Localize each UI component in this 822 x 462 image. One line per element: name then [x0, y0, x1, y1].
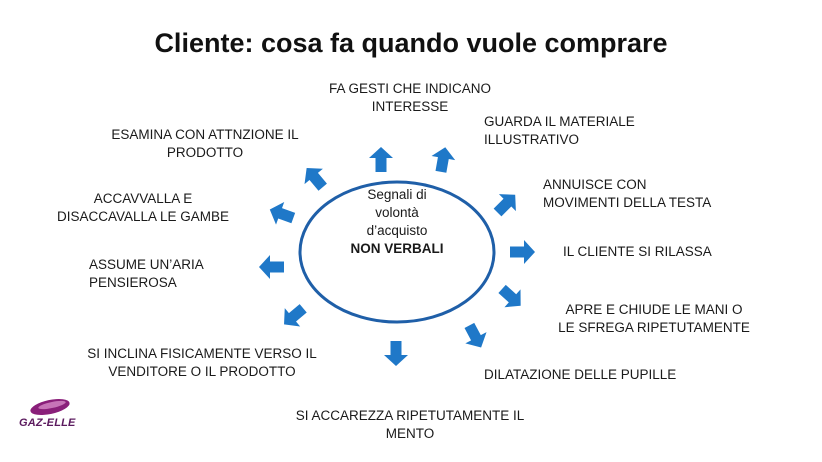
label-inclina-line-2: VENDITORE O IL PRODOTTO: [108, 364, 296, 379]
label-annuisce-line-2: MOVIMENTI DELLA TESTA: [543, 195, 712, 210]
center-line-4: NON VERBALI: [350, 241, 444, 256]
center-label: Segnali di volontà d’acquisto NON VERBAL…: [297, 186, 497, 258]
label-esamina-line-2: PRODOTTO: [166, 145, 244, 160]
label-mani-line-2: LE SFREGA RIPETUTAMENTE: [558, 320, 750, 335]
label-esamina-line-1: ESAMINA CON ATTNZIONE IL: [111, 127, 299, 142]
arrow-pensierosa-icon: [259, 255, 284, 279]
arrow-gambe-icon: [269, 202, 296, 225]
label-gesti-line-2: INTERESSE: [371, 99, 449, 114]
arrow-gesti-right-icon: [431, 147, 456, 173]
slide-title: Cliente: cosa fa quando vuole comprare: [154, 28, 668, 58]
label-materiale-line-2: ILLUSTRATIVO: [484, 132, 580, 147]
label-inclina-line-1: SI INCLINA FISICAMENTE VERSO IL: [87, 346, 317, 361]
label-materiale-line-1: GUARDA IL MATERIALE: [484, 114, 635, 129]
arrow-group: [259, 147, 535, 366]
label-materiale: GUARDA IL MATERIALE ILLUSTRATIVO: [484, 113, 635, 149]
arrow-esamina-icon: [304, 168, 327, 191]
center-line-2: volontà: [375, 205, 419, 220]
label-gesti: FA GESTI CHE INDICANO INTERESSE: [310, 80, 510, 116]
arrow-pupille-icon: [464, 322, 487, 348]
label-mani-line-1: APRE E CHIUDE LE MANI O: [565, 302, 743, 317]
label-gesti-line-1: FA GESTI CHE INDICANO: [328, 81, 492, 96]
arrow-inclina-icon: [284, 304, 307, 327]
label-annuisce: ANNUISCE CON MOVIMENTI DELLA TESTA: [543, 176, 711, 212]
label-rilassa: IL CLIENTE SI RILASSA: [563, 243, 712, 261]
label-pensierosa-line-2: PENSIEROSA: [89, 275, 177, 290]
label-gambe: ACCAVVALLA E DISACCAVALLA LE GAMBE: [36, 190, 250, 226]
label-esamina: ESAMINA CON ATTNZIONE IL PRODOTTO: [90, 126, 320, 162]
label-inclina: SI INCLINA FISICAMENTE VERSO IL VENDITOR…: [64, 345, 340, 381]
gazelle-logo: [30, 398, 70, 416]
label-pupille: DILATAZIONE DELLE PUPILLE: [484, 366, 676, 384]
label-pensierosa-line-1: ASSUME UN’ARIA: [89, 257, 204, 272]
label-pupille-line-1: DILATAZIONE DELLE PUPILLE: [484, 367, 677, 382]
label-mento-line-2: MENTO: [385, 426, 435, 441]
arrow-annuisce-icon: [493, 194, 516, 217]
label-annuisce-line-1: ANNUISCE CON: [543, 177, 647, 192]
arrow-mento-icon: [384, 341, 408, 366]
label-pensierosa: ASSUME UN’ARIA PENSIEROSA: [89, 256, 204, 292]
center-line-3: d’acquisto: [366, 223, 428, 238]
arrow-mani-icon: [498, 284, 521, 308]
label-gambe-line-1: ACCAVVALLA E: [93, 191, 193, 206]
center-ellipse: [298, 180, 496, 324]
center-line-1: Segnali di: [367, 187, 427, 202]
label-rilassa-line-1: IL CLIENTE SI RILASSA: [563, 244, 712, 259]
logo-text: GAZ-ELLE: [19, 417, 76, 429]
label-gambe-line-2: DISACCAVALLA LE GAMBE: [56, 209, 230, 224]
arrow-gesti-left-icon: [369, 147, 393, 172]
arrow-rilassa-icon: [510, 240, 535, 264]
label-mani: APRE E CHIUDE LE MANI O LE SFREGA RIPETU…: [546, 301, 762, 337]
label-mento: SI ACCAREZZA RIPETUTAMENTE IL MENTO: [280, 407, 540, 443]
label-mento-line-1: SI ACCAREZZA RIPETUTAMENTE IL: [295, 408, 525, 423]
